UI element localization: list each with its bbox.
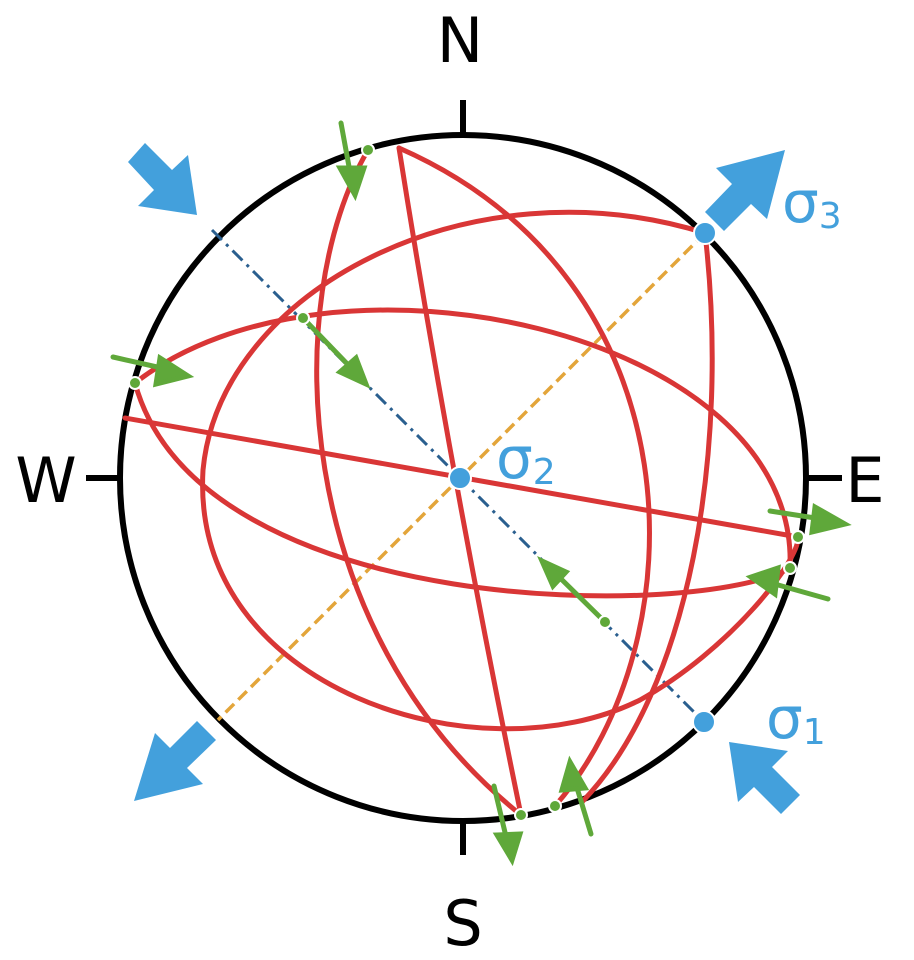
slip-arrow-center-head xyxy=(335,353,371,389)
sigma1-subscript: 1 xyxy=(803,712,826,753)
compass-south-label: S xyxy=(443,887,482,960)
slip-arrow-east-lower-head xyxy=(745,564,781,599)
great-circle-4 xyxy=(579,230,715,805)
compression-arrow-icon xyxy=(128,143,197,215)
slip-dot xyxy=(783,561,797,575)
slip-arrows xyxy=(110,120,852,867)
slip-dot xyxy=(361,143,375,157)
sigma1-label: σ1 xyxy=(766,684,826,753)
sigma2-subscript: 2 xyxy=(533,452,556,493)
slip-dot xyxy=(548,799,562,813)
sigma3-subscript: 3 xyxy=(819,196,842,237)
sigma3-label: σ3 xyxy=(782,168,842,237)
sigma2-label: σ2 xyxy=(496,424,556,493)
slip-arrow-north-head xyxy=(335,165,368,202)
sigma2-symbol: σ xyxy=(496,424,533,492)
slip-arrow-inner-se-head xyxy=(537,555,571,591)
compass-north-label: N xyxy=(437,4,483,77)
compass-east-label: E xyxy=(845,444,884,517)
slip-dot xyxy=(598,615,612,629)
slip-dot xyxy=(128,376,142,390)
sigma2-point xyxy=(448,466,472,490)
extension-arrow-icon xyxy=(705,150,785,231)
great-circle-5 xyxy=(200,209,801,732)
extension-arrow-icon xyxy=(134,721,216,801)
slip-arrow-inner-se-line xyxy=(551,569,608,625)
great-circle-3 xyxy=(396,145,652,809)
slip-arrow-east-upper-head xyxy=(809,502,852,536)
sigma3-point xyxy=(693,221,717,245)
slip-arrow-center-line xyxy=(300,315,358,375)
sigma1-point xyxy=(692,710,716,734)
slip-dot xyxy=(791,530,805,544)
great-circle-1 xyxy=(314,147,524,818)
slip-arrow-west-head xyxy=(152,353,195,388)
slip-arrow-south-right-head xyxy=(558,755,590,793)
sigma1-symbol: σ xyxy=(766,684,803,752)
slip-dot xyxy=(514,808,528,822)
slip-arrow-south-left-head xyxy=(492,831,524,867)
slip-dot xyxy=(296,311,310,325)
sigma3-symbol: σ xyxy=(782,168,819,236)
compression-arrow-icon xyxy=(729,742,800,814)
compass-west-label: W xyxy=(15,444,76,517)
